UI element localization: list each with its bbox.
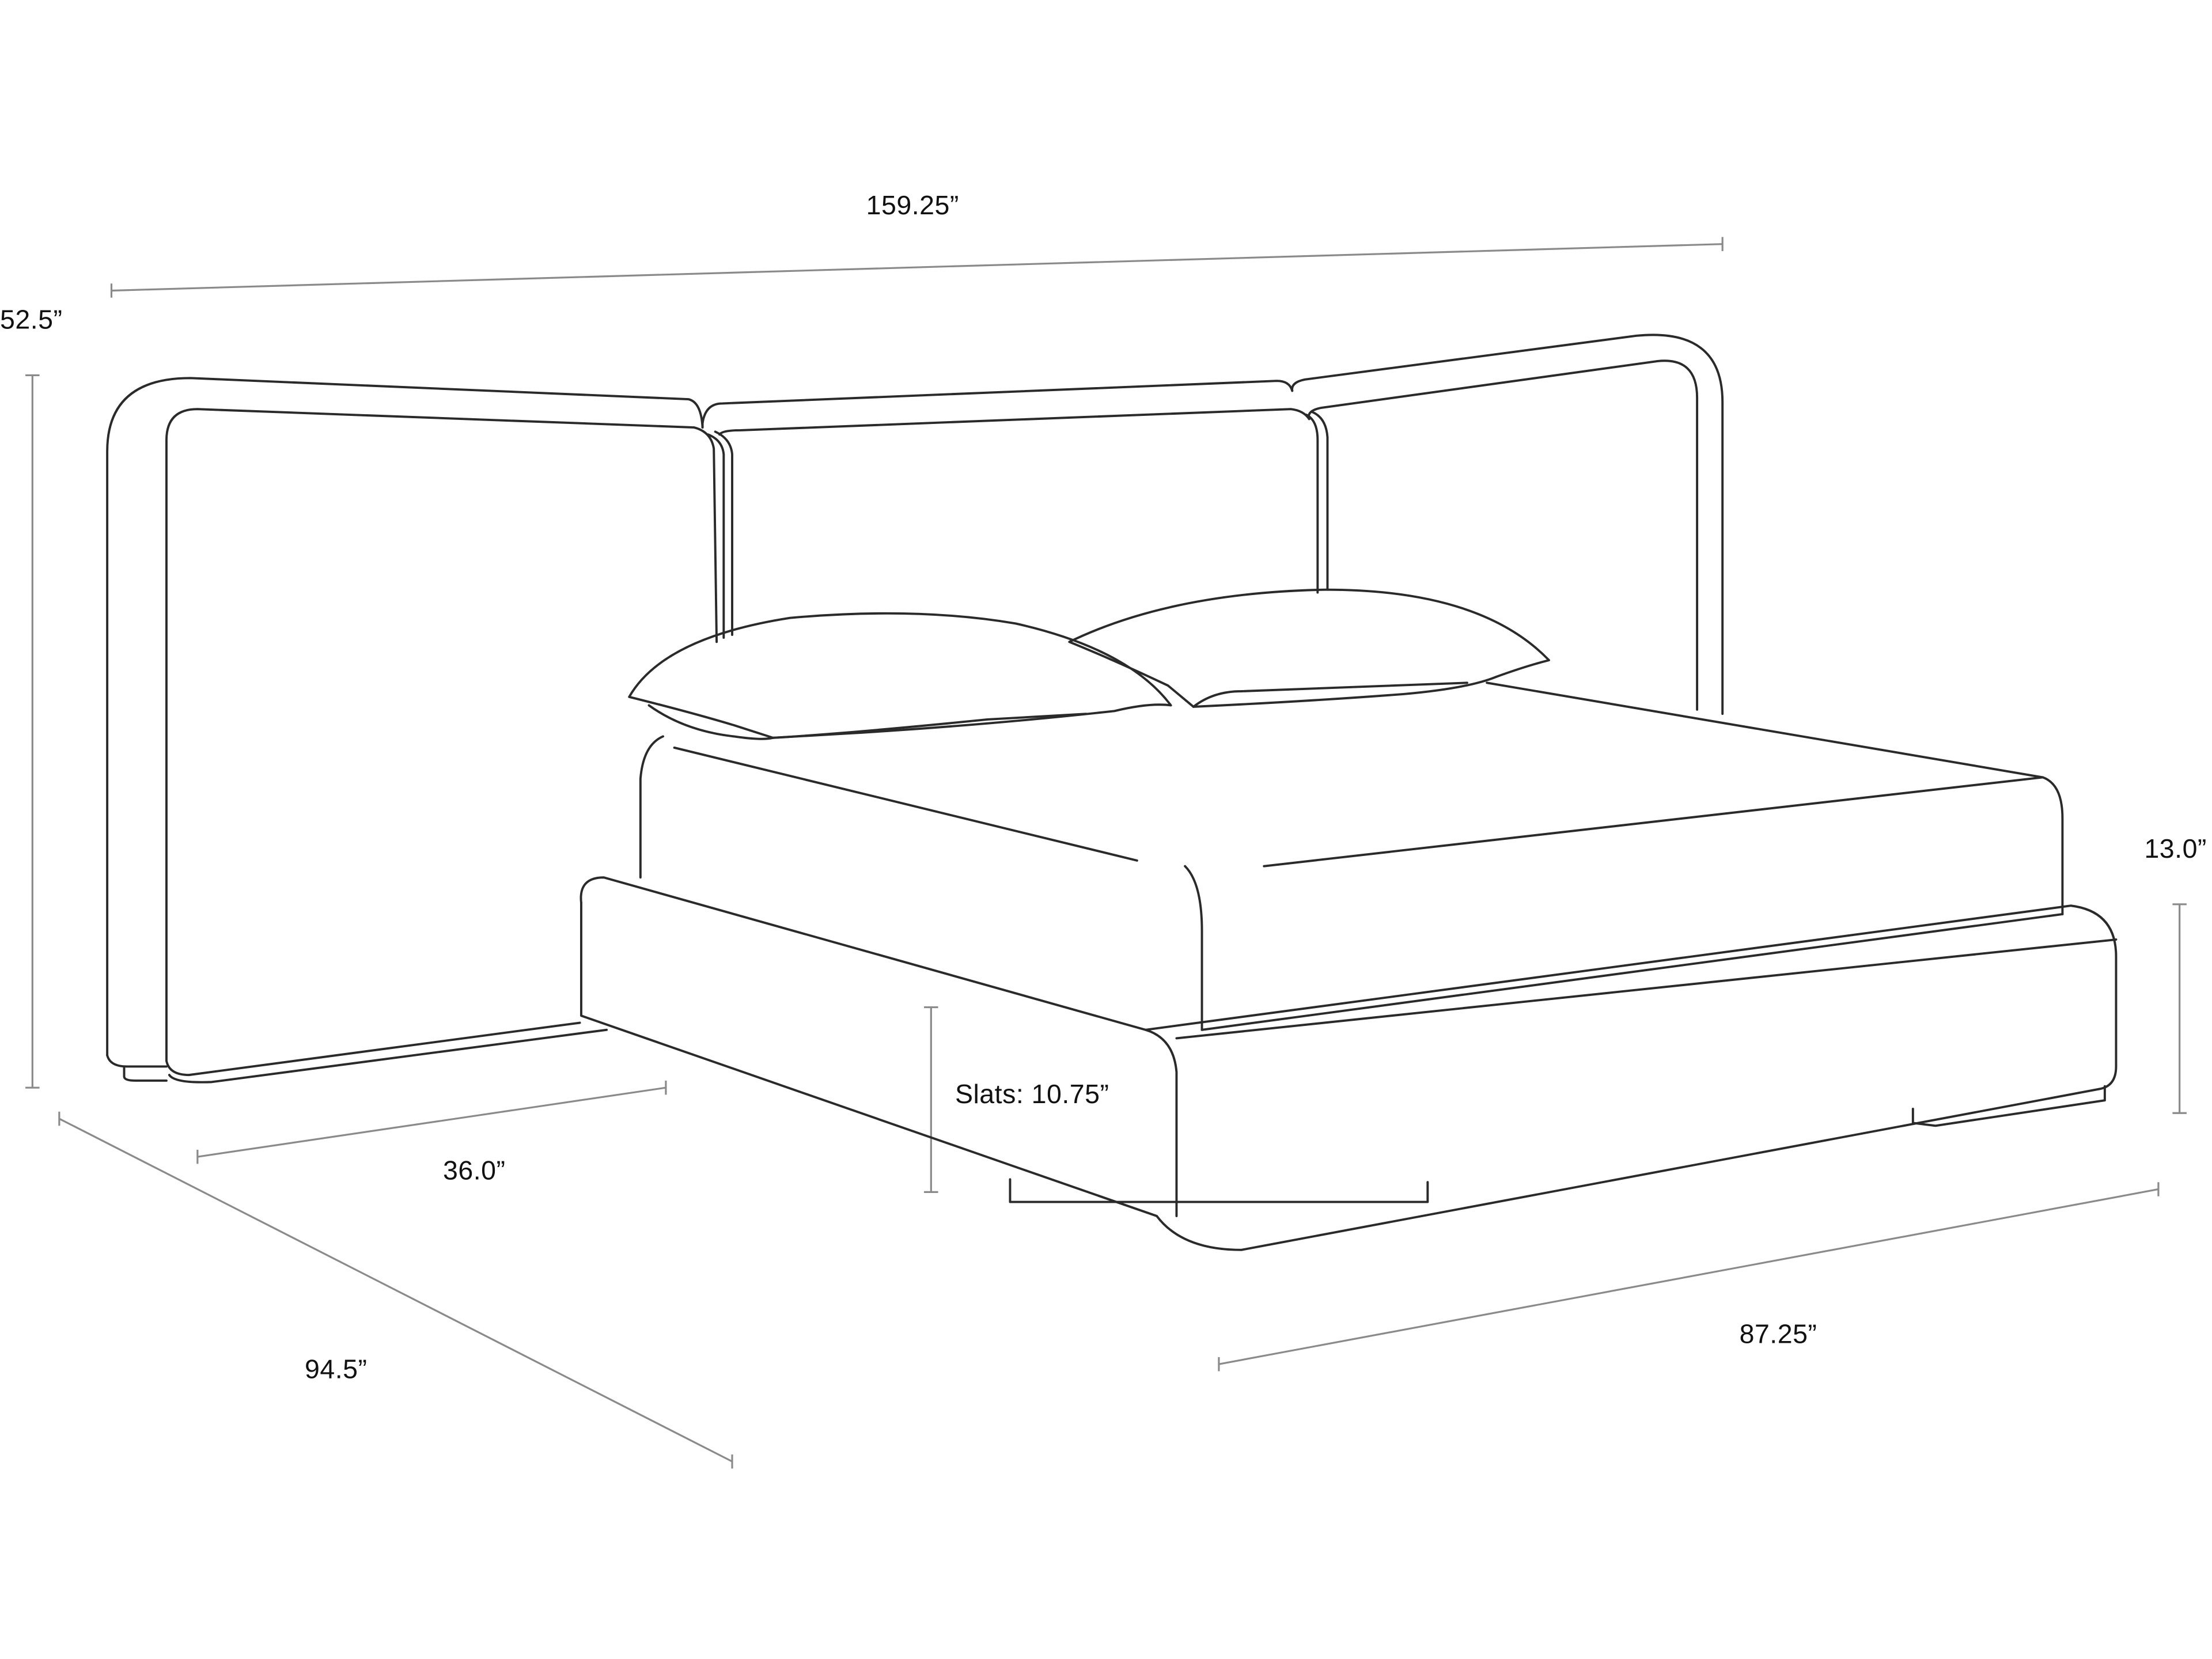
label-overall-depth: 94.5” (305, 1354, 367, 1384)
dim-line-overall-depth (58, 1111, 733, 1469)
label-bed-width: 87.25” (1740, 1319, 1817, 1349)
mattress-front-corner (1184, 865, 1203, 1031)
base-top (579, 876, 2118, 1090)
dim-line-overall-width (110, 237, 1724, 298)
base-front-edge (1175, 938, 2118, 1040)
headboard-left-wing-inner (165, 408, 718, 1062)
headboard (106, 334, 1724, 1084)
pillows (628, 588, 1550, 740)
headboard-right-wing-outer (1291, 334, 1724, 715)
label-side-panel-depth: 36.0” (443, 1155, 505, 1185)
mattress-top-left-edge (639, 735, 664, 879)
base-foot-front (1009, 1178, 1429, 1203)
platform-base (579, 876, 2118, 1251)
headboard-center-panel (701, 380, 1294, 429)
label-slats-height: Slats: 10.75” (955, 1079, 1109, 1109)
dim-line-headboard-height (25, 374, 40, 1089)
dim-line-base-height (2172, 903, 2187, 1114)
pillow-right (1068, 588, 1550, 708)
dim-line-side-panel-depth (196, 1080, 667, 1164)
label-headboard-height: 52.5” (0, 305, 62, 335)
mattress (639, 681, 2064, 1031)
dim-line-slats-height (924, 1006, 938, 1193)
label-base-height: 13.0” (2144, 834, 2206, 863)
headboard-right-wing-inner (1307, 359, 1699, 711)
dim-line-bed-width (1218, 1182, 2160, 1372)
pillow-left (628, 612, 1172, 739)
headboard-left-wing-outer (106, 377, 704, 1056)
dimension-lines (25, 237, 2187, 1469)
label-overall-width: 159.25” (866, 190, 959, 220)
base-foot-right (1911, 1085, 2106, 1127)
dimension-labels: 159.25” 52.5” 13.0” Slats: 10.75” 36.0” … (0, 190, 2206, 1384)
